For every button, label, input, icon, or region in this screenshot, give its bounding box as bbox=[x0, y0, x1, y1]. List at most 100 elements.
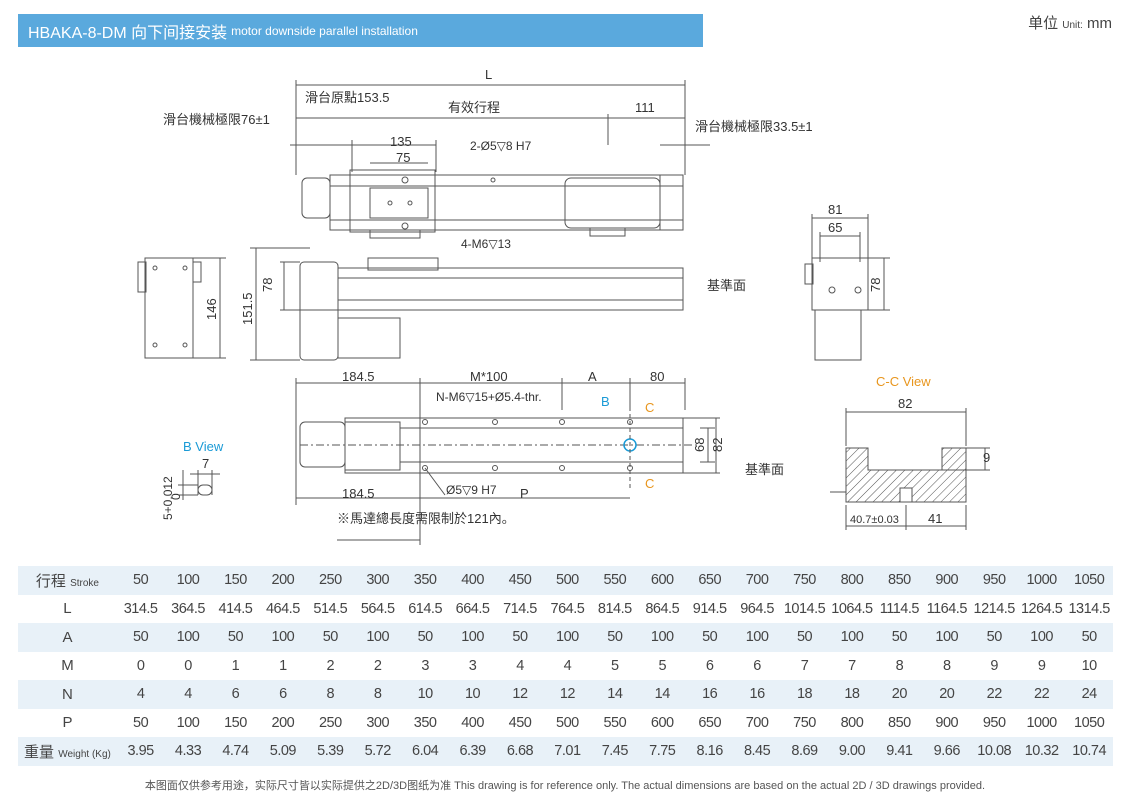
table-cell: 9.66 bbox=[923, 737, 971, 766]
table-cell: 1164.5 bbox=[923, 594, 971, 623]
table-cell: 12 bbox=[496, 680, 544, 709]
table-cell: 950 bbox=[970, 566, 1018, 595]
table-cell: 2 bbox=[354, 651, 402, 680]
table-cell: 50 bbox=[116, 566, 165, 595]
table-cell: 8 bbox=[875, 651, 924, 680]
table-cell: 18 bbox=[780, 680, 829, 709]
table-cell: 16 bbox=[733, 680, 781, 709]
table-cell: 6 bbox=[733, 651, 781, 680]
table-cell: 7.45 bbox=[591, 737, 639, 766]
table-cell: 1314.5 bbox=[1065, 594, 1113, 623]
table-cell: 600 bbox=[638, 566, 686, 595]
table-cell: 10 bbox=[448, 680, 497, 709]
table-cell: 7.75 bbox=[638, 737, 686, 766]
table-cell: 9.41 bbox=[875, 737, 924, 766]
b-view bbox=[178, 470, 220, 500]
table-cell: 100 bbox=[164, 708, 212, 737]
table-cell: 4 bbox=[543, 651, 592, 680]
table-cell: 750 bbox=[780, 708, 829, 737]
table-cell: 100 bbox=[354, 623, 402, 652]
table-cell: 22 bbox=[1017, 680, 1066, 709]
table-cell: 4 bbox=[164, 680, 212, 709]
table-cell: 6 bbox=[685, 651, 734, 680]
table-cell: 10.74 bbox=[1065, 737, 1113, 766]
b-view-title: B View bbox=[183, 439, 224, 454]
table-cell: 10 bbox=[401, 680, 449, 709]
table-cell: 300 bbox=[354, 708, 402, 737]
table-cell: 464.5 bbox=[259, 594, 307, 623]
table-cell: 450 bbox=[496, 708, 544, 737]
table-cell: 9 bbox=[970, 651, 1018, 680]
table-cell: 400 bbox=[448, 708, 497, 737]
table-cell: 200 bbox=[259, 708, 307, 737]
table-cell: 50 bbox=[970, 623, 1018, 652]
row-header: M bbox=[18, 651, 117, 680]
mech-limit-right: 滑台機械極限33.5±1 bbox=[695, 119, 813, 134]
table-cell: 500 bbox=[543, 566, 592, 595]
dim-A: A bbox=[588, 369, 597, 384]
table-cell: 150 bbox=[211, 566, 260, 595]
table-cell: 100 bbox=[733, 623, 781, 652]
table-cell: 24 bbox=[1065, 680, 1113, 709]
table-cell: 664.5 bbox=[448, 594, 497, 623]
table-cell: 150 bbox=[211, 708, 260, 737]
table-cell: 4.33 bbox=[164, 737, 212, 766]
tolerance-label: 5+0.012 bbox=[161, 476, 175, 520]
table-cell: 50 bbox=[401, 623, 449, 652]
table-cell: 100 bbox=[923, 623, 971, 652]
row-header: A bbox=[18, 623, 117, 652]
table-cell: 8.16 bbox=[685, 737, 734, 766]
mech-limit-left: 滑台機械極限76±1 bbox=[163, 112, 270, 127]
table-cell: 1 bbox=[259, 651, 307, 680]
table-cell: 600 bbox=[638, 708, 686, 737]
datum-label-side: 基準面 bbox=[707, 278, 746, 293]
table-cell: 7 bbox=[828, 651, 876, 680]
table-cell: 10 bbox=[1065, 651, 1113, 680]
table-cell: 650 bbox=[685, 708, 734, 737]
table-cell: 10.32 bbox=[1017, 737, 1066, 766]
bottom-view bbox=[295, 378, 720, 545]
table-cell: 20 bbox=[875, 680, 924, 709]
table-cell: 14 bbox=[638, 680, 686, 709]
row-header: L bbox=[18, 594, 117, 623]
table-cell: 6 bbox=[211, 680, 260, 709]
table-cell: 814.5 bbox=[591, 594, 639, 623]
table-cell: 250 bbox=[306, 708, 354, 737]
table-cell: 850 bbox=[875, 566, 924, 595]
table-cell: 10.08 bbox=[970, 737, 1018, 766]
row-header: 行程 Stroke bbox=[18, 566, 117, 595]
table-cell: 50 bbox=[496, 623, 544, 652]
table-cell: 700 bbox=[733, 566, 781, 595]
table-cell: 4 bbox=[496, 651, 544, 680]
table-cell: 3 bbox=[401, 651, 449, 680]
table-cell: 100 bbox=[1017, 623, 1066, 652]
row-header: P bbox=[18, 708, 117, 737]
dim-41: 41 bbox=[928, 511, 942, 526]
table-cell: 18 bbox=[828, 680, 876, 709]
table-cell: 764.5 bbox=[543, 594, 592, 623]
b-marker: B bbox=[601, 394, 610, 409]
table-cell: 950 bbox=[970, 708, 1018, 737]
tolerance-zero: 0 bbox=[169, 493, 183, 500]
table-cell: 1000 bbox=[1017, 708, 1066, 737]
table-cell: 800 bbox=[828, 708, 876, 737]
subtitle: motor downside parallel installation bbox=[231, 23, 418, 38]
dim-146: 146 bbox=[204, 298, 219, 320]
table-cell: 850 bbox=[875, 708, 924, 737]
hole-callout-1: 2-Ø5▽8 H7 bbox=[470, 139, 532, 153]
table-cell: 5 bbox=[638, 651, 686, 680]
table-cell: 50 bbox=[211, 623, 260, 652]
table-cell: 7 bbox=[780, 651, 829, 680]
dim-M100: M*100 bbox=[470, 369, 508, 384]
motor-note: ※馬達總長度需限制於121內。 bbox=[337, 511, 515, 526]
table-cell: 50 bbox=[875, 623, 924, 652]
table-cell: 7.01 bbox=[543, 737, 592, 766]
table-cell: 1214.5 bbox=[970, 594, 1018, 623]
dim-P: P bbox=[520, 486, 529, 501]
stroke-label: 有效行程 bbox=[448, 100, 500, 115]
top-view bbox=[290, 80, 710, 239]
table-cell: 8.45 bbox=[733, 737, 781, 766]
